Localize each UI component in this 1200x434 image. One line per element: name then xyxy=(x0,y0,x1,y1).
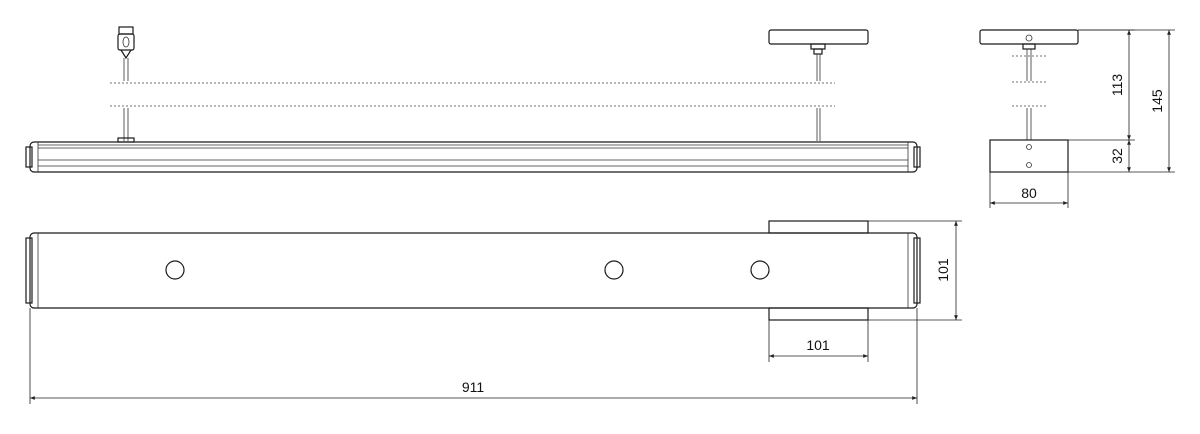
dim-cable-length: 113 xyxy=(1109,74,1125,97)
dim-body-height: 32 xyxy=(1109,148,1125,164)
luminaire-body-top xyxy=(29,232,918,309)
side-view: 113 145 32 80 xyxy=(979,29,1175,208)
canopy-top xyxy=(768,220,869,234)
mounting-hole xyxy=(165,260,185,280)
mounting-hole xyxy=(604,260,624,280)
cable-gripper xyxy=(117,26,135,60)
dim-body-width: 80 xyxy=(1021,185,1037,201)
ceiling-canopy xyxy=(768,29,869,55)
dim-total-height: 145 xyxy=(1149,89,1165,113)
dim-body-depth: 101 xyxy=(935,258,951,282)
mounting-hole xyxy=(750,260,770,280)
front-view xyxy=(25,26,921,173)
dim-total-length: 911 xyxy=(462,379,485,395)
side-canopy xyxy=(979,29,1079,45)
side-body xyxy=(989,139,1069,173)
canopy-bottom xyxy=(768,307,869,321)
dim-canopy-length: 101 xyxy=(806,337,830,353)
top-view: 101 101 911 xyxy=(25,220,962,404)
luminaire-body-front xyxy=(25,141,921,173)
